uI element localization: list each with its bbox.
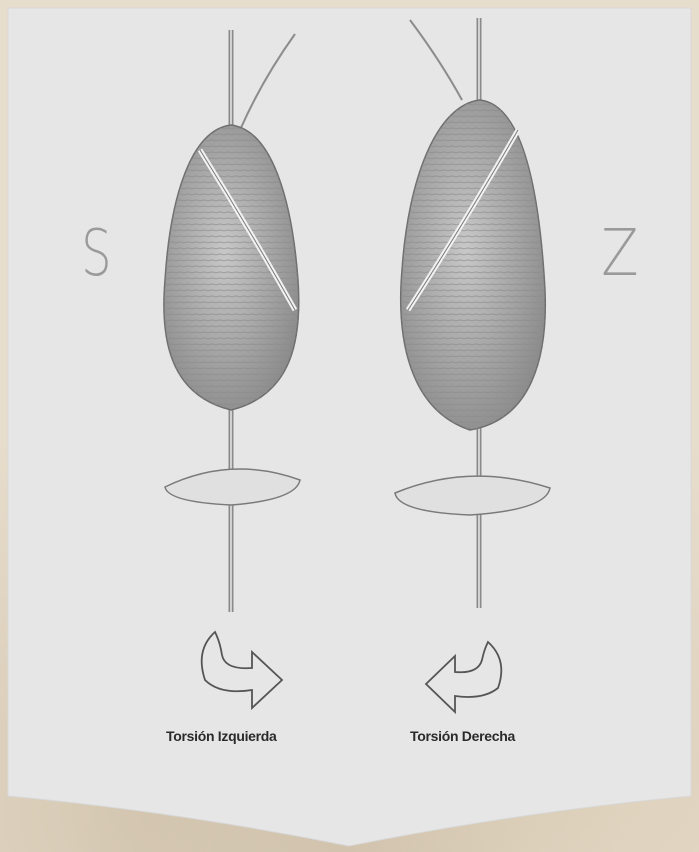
s-twist-letter: S — [81, 222, 111, 286]
left-twist-caption: Torsión Izquierda — [166, 728, 277, 744]
right-twist-caption: Torsión Derecha — [410, 728, 515, 744]
panel-shape — [8, 8, 691, 846]
z-twist-letter: Z — [601, 222, 638, 286]
